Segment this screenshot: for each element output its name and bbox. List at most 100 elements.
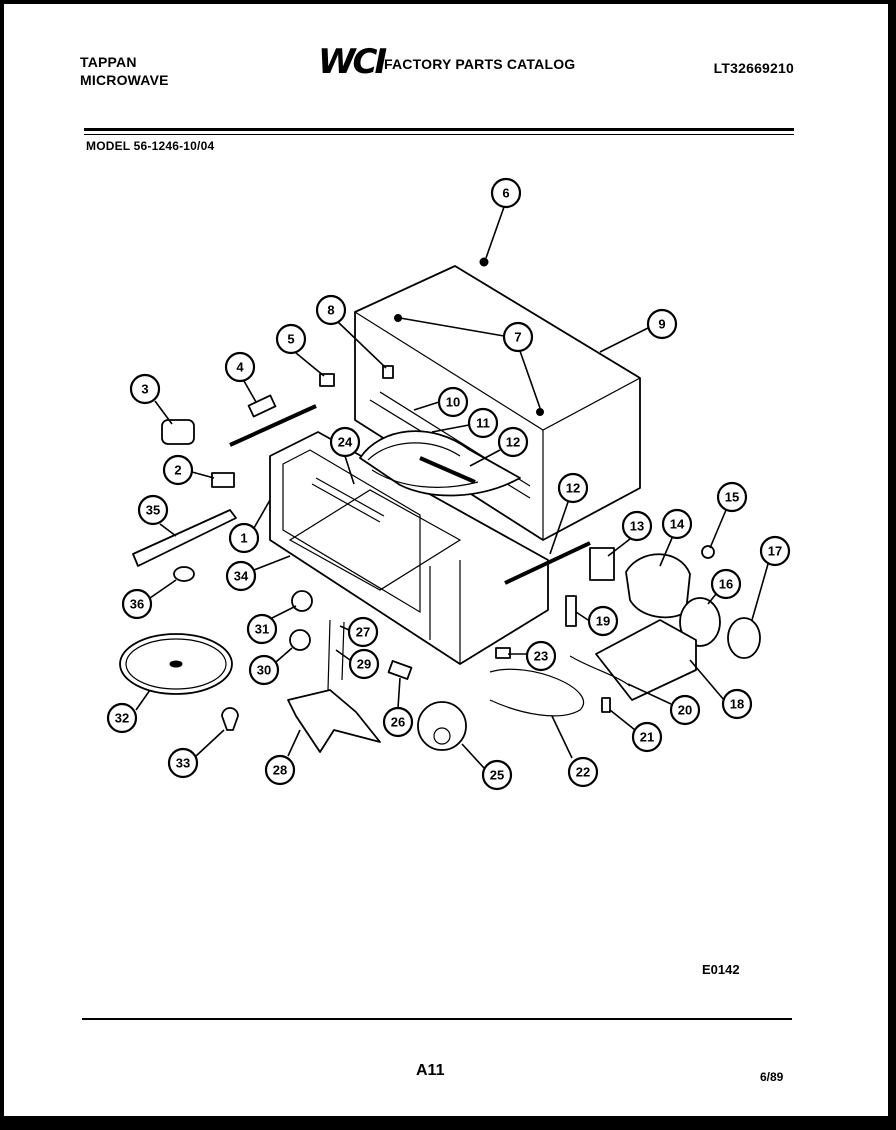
- callout-c3: 3: [129, 373, 161, 405]
- callout-number: 23: [534, 649, 548, 664]
- part-15-washer: [701, 545, 715, 559]
- callout-c19: 19: [587, 605, 619, 637]
- callout-number: 36: [130, 597, 144, 612]
- callout-circle: [721, 688, 753, 720]
- callout-circle: [228, 522, 260, 554]
- callout-number: 4: [236, 360, 244, 375]
- part-20-harness: [569, 655, 631, 687]
- callout-circle: [621, 510, 653, 542]
- callout-circle: [347, 616, 379, 648]
- part-19-bracket: [565, 595, 577, 627]
- callout-c28: 28: [264, 754, 296, 786]
- callout-number: 33: [176, 756, 190, 771]
- callout-circle: [129, 373, 161, 405]
- callout-circle: [382, 706, 414, 738]
- callout-number: 12: [566, 481, 580, 496]
- callout-circle: [329, 426, 361, 458]
- leader-lines: [135, 206, 769, 769]
- callout-circle: [525, 640, 557, 672]
- callout-c27: 27: [347, 616, 379, 648]
- part-7-screw-b: [536, 408, 544, 416]
- callout-circle: [167, 747, 199, 779]
- catalog-page: TAPPAN MICROWAVE WCI FACTORY PARTS CATAL…: [4, 4, 888, 1116]
- callout-number: 28: [273, 763, 287, 778]
- callout-circle: [490, 177, 522, 209]
- callout-circle: [248, 654, 280, 686]
- part-28-stirrer: [287, 689, 381, 753]
- callout-circle: [631, 721, 663, 753]
- callout-number: 17: [768, 544, 782, 559]
- footer-rule: [82, 1018, 792, 1020]
- callout-number: 14: [670, 517, 685, 532]
- callout-number: 16: [719, 577, 733, 592]
- callout-circle: [567, 756, 599, 788]
- callout-c15: 15: [716, 481, 748, 513]
- callout-circle: [224, 351, 256, 383]
- callout-circle: [315, 294, 347, 326]
- exploded-parts-diagram: 6879543101124122121535131411734163631192…: [106, 177, 791, 791]
- callout-number: 21: [640, 730, 654, 745]
- part-8-clip: [382, 365, 394, 379]
- callout-circle: [759, 535, 791, 567]
- part-2-bracket: [211, 472, 235, 488]
- catalog-title: FACTORY PARTS CATALOG: [384, 56, 576, 72]
- diagram-code: E0142: [702, 962, 740, 977]
- callout-c18: 18: [721, 688, 753, 720]
- callout-number: 31: [255, 622, 269, 637]
- part-30-knob: [289, 629, 311, 651]
- rod-left: [229, 404, 317, 447]
- document-id: LT32669210: [713, 60, 794, 76]
- part-4-lamp: [247, 394, 277, 418]
- part-36-clip: [173, 566, 195, 582]
- part-3-switch: [161, 419, 195, 445]
- callout-number: 29: [357, 657, 371, 672]
- callout-circle: [557, 472, 589, 504]
- callout-c11: 11: [467, 407, 499, 439]
- callout-c23: 23: [525, 640, 557, 672]
- callout-c33: 33: [167, 747, 199, 779]
- callout-c20: 20: [669, 694, 701, 726]
- page-number: A11: [416, 1062, 445, 1079]
- part-5-socket: [319, 373, 335, 387]
- callout-number: 18: [730, 697, 744, 712]
- callout-c7: 7: [502, 321, 534, 353]
- part-25-motor: [417, 701, 467, 751]
- callout-c30: 30: [248, 654, 280, 686]
- part-23-terminal: [495, 647, 511, 659]
- callout-c1: 1: [228, 522, 260, 554]
- oven-cavity-frame: [269, 431, 549, 665]
- callout-c25: 25: [481, 759, 513, 791]
- callout-number: 15: [725, 490, 739, 505]
- callout-c4: 4: [224, 351, 256, 383]
- brand-line-1: TAPPAN: [80, 54, 137, 70]
- callout-c22: 22: [567, 756, 599, 788]
- part-17-gasket: [727, 617, 761, 659]
- part-26-latch: [387, 660, 413, 680]
- callout-number: 5: [287, 332, 294, 347]
- callout-number: 35: [146, 503, 160, 518]
- part-33-pin: [221, 707, 239, 731]
- callout-c14: 14: [661, 508, 693, 540]
- heater-rod-lower: [504, 541, 591, 585]
- callout-number: 26: [391, 715, 405, 730]
- header-rule-thin: [84, 134, 794, 135]
- callout-c16: 16: [710, 568, 742, 600]
- callout-number: 32: [115, 711, 129, 726]
- callout-c8: 8: [315, 294, 347, 326]
- callout-c17: 17: [759, 535, 791, 567]
- callout-number: 3: [141, 382, 148, 397]
- callout-c21: 21: [631, 721, 663, 753]
- callout-circle: [646, 308, 678, 340]
- callout-circle: [106, 702, 138, 734]
- callout-circle: [502, 321, 534, 353]
- callout-circle: [437, 386, 469, 418]
- callout-circle: [275, 323, 307, 355]
- callout-number: 13: [630, 519, 644, 534]
- callout-c5: 5: [275, 323, 307, 355]
- part-22-power-cord: [489, 668, 584, 717]
- callout-circle: [467, 407, 499, 439]
- callout-c29: 29: [348, 648, 380, 680]
- callout-c26: 26: [382, 706, 414, 738]
- wci-logo: WCI: [318, 42, 387, 82]
